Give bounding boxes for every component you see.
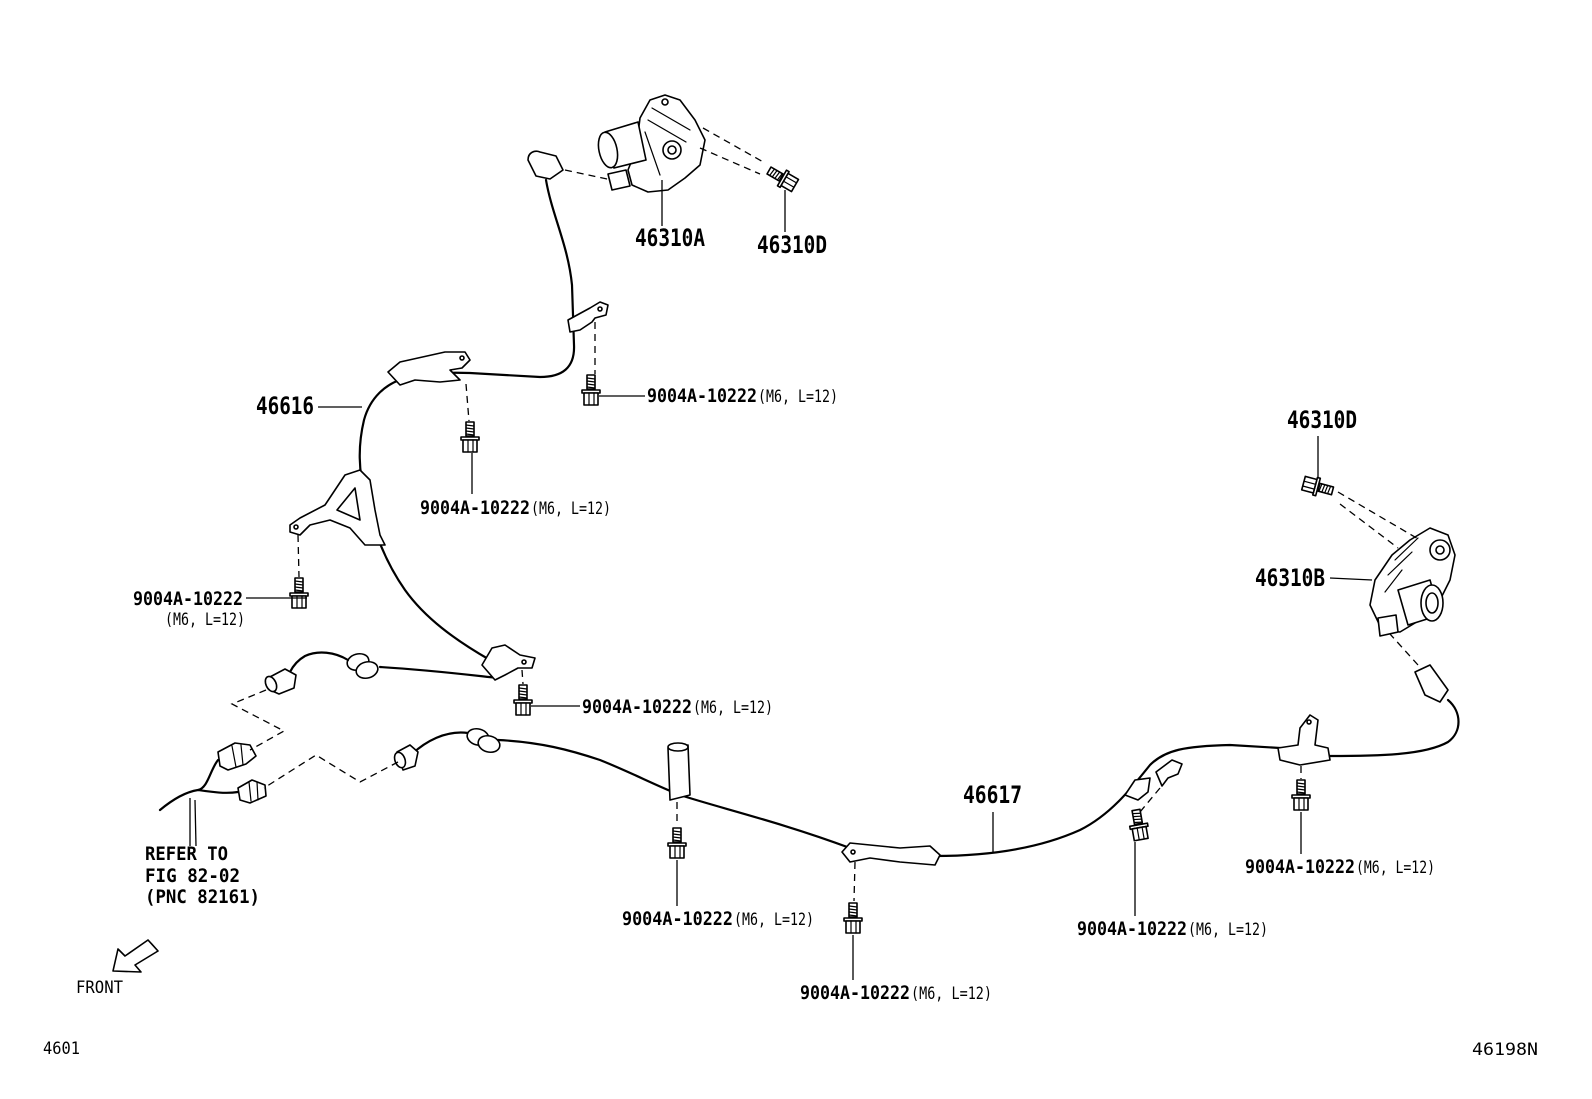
callout-bolt-2-part[interactable]: 9004A-10222 [420, 497, 530, 519]
front-arrow-icon [112, 939, 159, 973]
callout-bolt-1-part[interactable]: 9004A-10222 [647, 385, 757, 407]
dash-connector-to-actuator-a [564, 169, 613, 181]
callout-46617[interactable]: 46617 [963, 781, 1022, 809]
bracket-middle [841, 842, 941, 866]
leader-lines [189, 180, 1373, 980]
vehicle-wire-b [196, 788, 240, 794]
bracket-upper-long [387, 351, 471, 386]
bracket-upper-small-hole [597, 306, 603, 312]
actuator-gear-hub [1435, 545, 1445, 555]
refer-note-line-2[interactable]: FIG 82-02 [145, 865, 240, 887]
callout-46310b[interactable]: 46310B [1255, 564, 1325, 592]
actuator-46310b[interactable] [1369, 527, 1456, 637]
bracket-rear [1277, 714, 1331, 766]
harness-46617-end-connector [1414, 664, 1449, 703]
dash-connector-46617 [263, 754, 399, 789]
callout-bolt-6-part[interactable]: 9004A-10222 [800, 982, 910, 1004]
actuator-ribs [644, 107, 691, 176]
clip-hook [1155, 759, 1183, 787]
callout-bolt-5-part[interactable]: 9004A-10222 [622, 908, 733, 930]
callout-bolt-4-spec: (M6, L=12) [693, 698, 773, 718]
dash-connector-46616 [230, 689, 286, 751]
vehicle-connector-a [217, 742, 257, 771]
refer-note-line-1[interactable]: REFER TO [145, 843, 228, 865]
front-label: FRONT [76, 978, 123, 998]
dash-bolt-to-actuator-b-1 [1337, 491, 1421, 541]
bracket-rear-small [1124, 777, 1151, 801]
callout-bolt-7-spec: (M6, L=12) [1188, 920, 1268, 940]
callout-bolt-1-spec: (M6, L=12) [758, 387, 838, 407]
actuator-mount-hole [661, 98, 669, 106]
bracket-middle-hole [850, 849, 856, 855]
bracket-lower-clip [481, 644, 536, 681]
bracket-y-plate-cutout [336, 487, 361, 521]
actuator-gear-hub [667, 145, 677, 155]
assembly-dashed-lines [230, 127, 1421, 902]
leader-refer-note-b [194, 799, 197, 847]
clip-strap-top [667, 742, 689, 752]
leader-46310b [1329, 577, 1373, 581]
callout-bolt-3-part[interactable]: 9004A-10222 [133, 588, 243, 610]
dash-connector-to-actuator-b [1389, 633, 1419, 666]
bracket-upper-long-hole [459, 355, 465, 361]
callout-bolt-8-part[interactable]: 9004A-10222 [1245, 856, 1355, 878]
actuator-connector [1377, 614, 1399, 637]
bracket-y-plate-hole [293, 524, 299, 530]
clip-strap [667, 744, 691, 801]
vehicle-connector-a-ribs [231, 744, 244, 768]
vehicle-harness-connectors [158, 742, 267, 812]
actuator-motor-end [597, 131, 619, 169]
dash-actuator-a-to-bolt-2 [699, 147, 761, 175]
front-arrow-depth [147, 939, 159, 952]
illustration-code: 46198N [1472, 1040, 1538, 1060]
bracket-rear-hole [1306, 719, 1312, 725]
dash-bolt-to-actuator-b-2 [1339, 503, 1399, 549]
callout-bolt-5-spec: (M6, L=12) [734, 910, 814, 930]
callout-bolt-2-spec: (M6, L=12) [531, 499, 611, 519]
dash-bolt-7 [1139, 787, 1161, 813]
callout-46310a[interactable]: 46310A [635, 224, 705, 252]
dash-bolt-4 [521, 669, 524, 685]
callout-bolt-3-spec: (M6, L=12) [165, 610, 245, 630]
callout-bolt-8-spec: (M6, L=12) [1356, 858, 1435, 878]
harness-46616-knot-loop-b [355, 660, 379, 680]
figure-number: 4601 [43, 1039, 80, 1059]
dash-bolt-2 [465, 383, 470, 422]
harness-46617-knot-loop-b [477, 734, 501, 754]
harness-46617-start-connector-face [393, 751, 407, 769]
actuator-ribs [1384, 537, 1419, 593]
harness-46616-end-connector-face [264, 675, 278, 693]
actuator-motor-bore [1425, 592, 1439, 614]
actuator-46310a[interactable] [595, 94, 706, 193]
actuator-connector [607, 169, 631, 191]
refer-note-line-3[interactable]: (PNC 82161) [145, 886, 260, 908]
harness-46617-cable [496, 698, 1460, 858]
vehicle-connector-b [237, 779, 267, 804]
vehicle-connector-b-ribs [248, 781, 259, 802]
dash-bolt-6 [853, 861, 856, 902]
callout-bolt-4-part[interactable]: 9004A-10222 [582, 696, 692, 718]
bracket-lower-clip-hole [521, 659, 527, 665]
callout-46310d-right[interactable]: 46310D [1287, 406, 1357, 434]
harness-46616-elbow-connector [527, 150, 564, 180]
callout-bolt-6-spec: (M6, L=12) [911, 984, 992, 1004]
bracket-y-plate [289, 469, 386, 546]
callout-bolt-7-part[interactable]: 9004A-10222 [1077, 918, 1187, 940]
harness-46616-cable-tail [288, 651, 350, 674]
callout-46616[interactable]: 46616 [256, 392, 314, 420]
callout-46310d-upper[interactable]: 46310D [757, 231, 827, 259]
harness-46617[interactable] [393, 664, 1460, 858]
